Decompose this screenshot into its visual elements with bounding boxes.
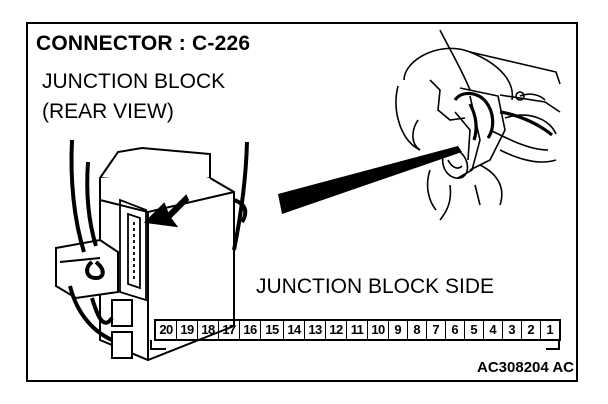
connector-pin: 2 bbox=[522, 321, 541, 339]
connector-pin: 13 bbox=[305, 321, 326, 339]
connector-pin: 9 bbox=[389, 321, 408, 339]
dashboard-wiring bbox=[453, 91, 554, 141]
dashboard-sketch bbox=[395, 29, 561, 221]
connector-pin: 20 bbox=[156, 321, 177, 339]
junction-block-connector-strip bbox=[119, 198, 147, 302]
connector-lock-tab-right bbox=[546, 340, 560, 350]
junction-block-side-label: JUNCTION BLOCK SIDE bbox=[256, 275, 495, 298]
connector-pin: 16 bbox=[240, 321, 261, 339]
connector-pin: 3 bbox=[503, 321, 522, 339]
connector-pin: 5 bbox=[465, 321, 484, 339]
connector-pin: 7 bbox=[427, 321, 446, 339]
location-pointer bbox=[278, 146, 462, 214]
connector-pin: 18 bbox=[198, 321, 219, 339]
connector-pin: 14 bbox=[284, 321, 305, 339]
junction-block-wires bbox=[68, 139, 249, 342]
rear-view-label: (REAR VIEW) bbox=[42, 100, 174, 123]
connector-pin: 8 bbox=[408, 321, 427, 339]
junction-block-label: JUNCTION BLOCK bbox=[42, 70, 226, 93]
connector-pin: 10 bbox=[368, 321, 389, 339]
connector-pin: 12 bbox=[326, 321, 347, 339]
connector-pin-row: 20 19 18 17 16 15 14 13 12 11 10 9 8 7 6… bbox=[154, 319, 561, 341]
connector-arrow bbox=[143, 194, 190, 228]
connector-lock-tab-left bbox=[150, 340, 166, 350]
connector-title: CONNECTOR : C-226 bbox=[36, 32, 251, 55]
connector-pin: 17 bbox=[219, 321, 240, 339]
connector-pin: 11 bbox=[347, 321, 368, 339]
figure-code: AC308204 AC bbox=[477, 359, 574, 376]
connector-pin: 15 bbox=[261, 321, 284, 339]
diagram-frame bbox=[26, 22, 578, 382]
connector-pin: 1 bbox=[541, 321, 560, 339]
connector-pin: 4 bbox=[484, 321, 503, 339]
connector-pin: 6 bbox=[446, 321, 465, 339]
connector-pin: 19 bbox=[177, 321, 198, 339]
